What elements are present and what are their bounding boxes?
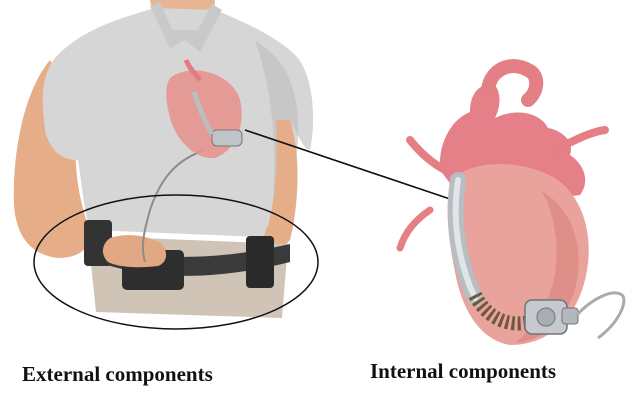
battery-pack	[246, 236, 274, 288]
internal-components-label: Internal components	[370, 361, 556, 382]
branch-vessel-lower	[400, 210, 430, 248]
person-figure	[14, 0, 318, 329]
driveline-internal	[576, 293, 624, 338]
branch-vessel-left	[410, 140, 445, 170]
external-components-label: External components	[22, 364, 213, 385]
heart-illustration	[400, 66, 624, 345]
